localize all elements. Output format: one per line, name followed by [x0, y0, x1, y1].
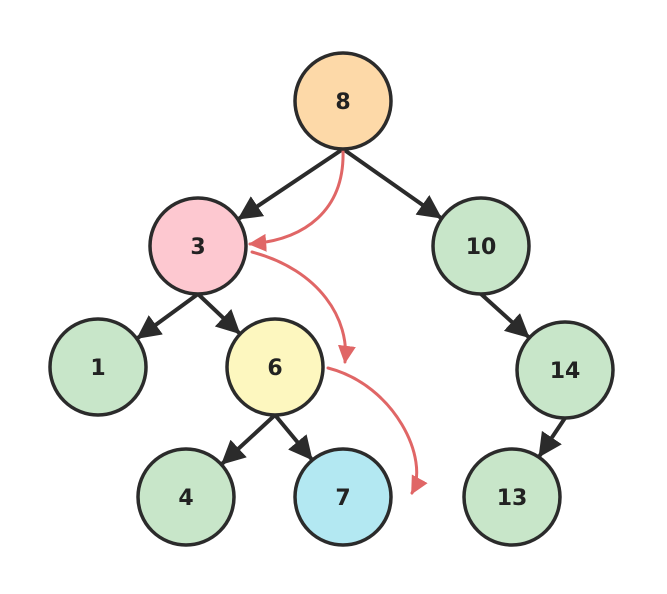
- node-1: 1: [48, 317, 148, 417]
- node-8: 8: [293, 51, 393, 151]
- node-14: 14: [515, 320, 615, 420]
- search-arrow-6-7: [326, 366, 428, 495]
- edge-n10-n14: [479, 292, 530, 339]
- node-label-6: 6: [267, 356, 282, 381]
- node-circle-8: [293, 51, 393, 151]
- search-arrow-8-3: [248, 148, 345, 252]
- tree-nodes: 8 3 10 1 6 14 4 7 13: [48, 51, 615, 547]
- edge-n3-n6: [196, 292, 241, 335]
- edge-n6-n4: [220, 413, 277, 466]
- edge-n14-n13: [537, 416, 567, 458]
- node-circle-13: [462, 447, 562, 547]
- node-3: 3: [148, 196, 248, 296]
- node-circle-6: [225, 317, 325, 417]
- node-label-7: 7: [335, 486, 350, 511]
- node-6: 6: [225, 317, 325, 417]
- node-label-13: 13: [497, 486, 528, 511]
- node-13: 13: [462, 447, 562, 547]
- node-label-3: 3: [190, 235, 205, 260]
- edge-n8-n3: [237, 147, 345, 221]
- node-circle-4: [136, 447, 236, 547]
- node-circle-7: [293, 447, 393, 547]
- edge-n3-n1: [136, 292, 200, 340]
- node-4: 4: [136, 447, 236, 547]
- node-label-8: 8: [335, 90, 350, 115]
- node-label-4: 4: [178, 486, 193, 511]
- node-circle-1: [48, 317, 148, 417]
- node-circle-3: [148, 196, 248, 296]
- node-label-14: 14: [550, 359, 581, 384]
- node-circle-14: [515, 320, 615, 420]
- edge-n6-n7: [273, 413, 314, 461]
- search-arrow-3-6: [250, 250, 356, 364]
- search-path-arrows: [248, 148, 428, 495]
- edge-n8-n10: [341, 147, 443, 220]
- node-circle-10: [431, 196, 531, 296]
- node-10: 10: [431, 196, 531, 296]
- node-label-1: 1: [90, 356, 105, 381]
- tree-edges: [136, 147, 567, 466]
- node-7: 7: [293, 447, 393, 547]
- node-label-10: 10: [466, 235, 497, 260]
